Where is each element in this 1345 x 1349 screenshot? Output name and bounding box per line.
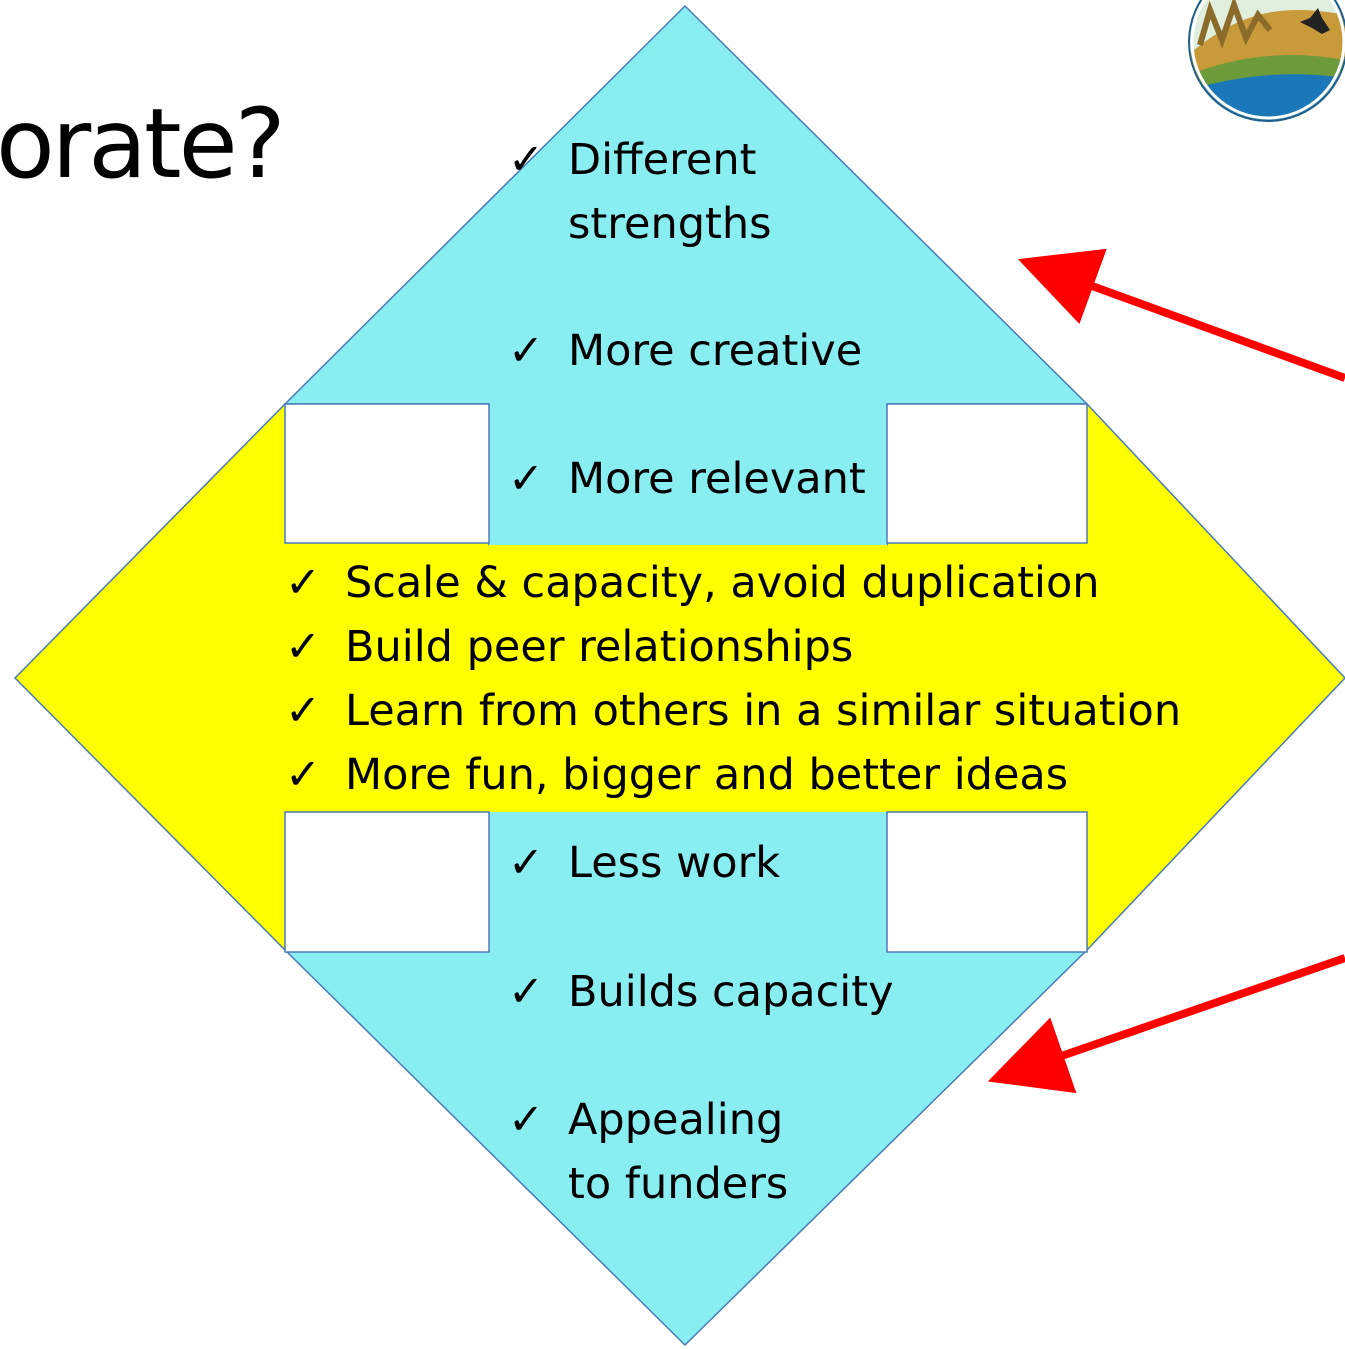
check-icon: ✓	[508, 967, 545, 1017]
benefit-scale-capacity: ✓ Scale & capacity, avoid duplication	[285, 551, 1181, 615]
check-icon: ✓	[285, 558, 322, 608]
check-icon: ✓	[508, 326, 545, 376]
benefit-peer-relationships: ✓ Build peer relationships	[285, 615, 1181, 679]
benefit-text: More creative	[568, 326, 863, 376]
benefit-more-creative: ✓ More creative	[508, 319, 862, 383]
benefit-text: More relevant	[568, 454, 866, 504]
benefit-builds-capacity: ✓ Builds capacity	[508, 960, 894, 1024]
benefit-text: Learn from others in a similar situation	[345, 686, 1182, 736]
cyan-center-bottom	[489, 812, 887, 950]
middle-benefits-list: ✓ Scale & capacity, avoid duplication ✓ Bu…	[285, 551, 1181, 807]
benefit-text: Different strengths	[568, 135, 772, 249]
white-box-bottom-left	[284, 811, 490, 953]
red-arrow-top	[1017, 248, 1345, 382]
check-icon: ✓	[285, 750, 322, 800]
benefit-more-fun: ✓ More fun, bigger and better ideas	[285, 743, 1181, 807]
benefit-learn-from-others: ✓ Learn from others in a similar situatio…	[285, 679, 1181, 743]
check-icon: ✓	[508, 454, 545, 504]
benefit-less-work: ✓ Less work	[508, 831, 780, 895]
cyan-center-top	[489, 404, 887, 545]
check-icon: ✓	[508, 838, 545, 888]
page-title: orate?	[0, 88, 286, 200]
benefit-different-strengths: ✓ Different strengths	[508, 128, 828, 256]
benefit-text: More fun, bigger and better ideas	[345, 750, 1069, 800]
kangaroo-landscape-logo	[1188, 0, 1345, 122]
check-icon: ✓	[508, 135, 545, 185]
check-icon: ✓	[285, 622, 322, 672]
check-icon: ✓	[508, 1095, 545, 1145]
benefit-text: Build peer relationships	[345, 622, 854, 672]
benefit-text: Less work	[568, 838, 781, 888]
white-box-top-left	[284, 403, 490, 544]
benefit-appealing-to-funders: ✓ Appealing to funders	[508, 1088, 828, 1216]
cyan-center-band	[489, 545, 887, 812]
benefit-more-relevant: ✓ More relevant	[508, 447, 866, 511]
benefit-text: Appealing to funders	[568, 1095, 789, 1209]
white-box-top-right	[886, 403, 1088, 544]
red-arrow-bottom	[987, 954, 1345, 1094]
check-icon: ✓	[285, 686, 322, 736]
benefit-text: Scale & capacity, avoid duplication	[345, 558, 1100, 608]
benefit-text: Builds capacity	[568, 967, 894, 1017]
white-box-bottom-right	[886, 811, 1088, 953]
